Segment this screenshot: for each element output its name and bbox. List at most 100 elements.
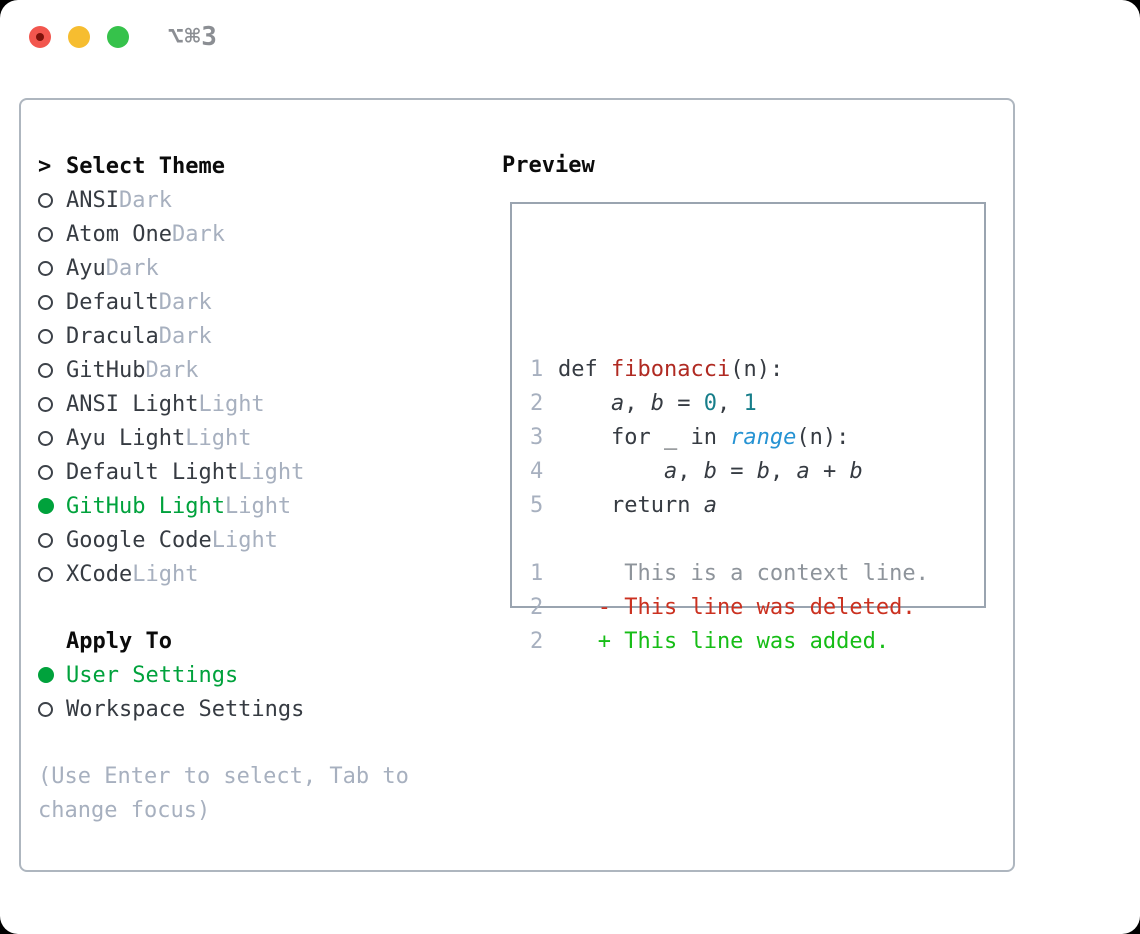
radio-marker [38, 226, 66, 242]
code-token: a [663, 459, 678, 484]
theme-name: Default [66, 289, 159, 315]
radio-icon [38, 328, 53, 344]
radio-marker [38, 294, 66, 310]
code-line: 3 for _ in range(n): [530, 421, 929, 455]
code-token: This is a context line. [558, 561, 929, 586]
theme-name: GitHub [66, 357, 146, 383]
code-line: 4 a, b = b, a + b [530, 455, 929, 489]
apply-option[interactable]: Workspace Settings [38, 692, 304, 726]
theme-item[interactable]: GitHub Dark [38, 353, 304, 387]
code-token: fibonacci [610, 357, 731, 382]
window-title: ⌥⌘3 [168, 22, 218, 52]
code-token: b [756, 459, 770, 484]
line-number: 3 [530, 425, 544, 450]
radio-marker [38, 532, 66, 548]
radio-icon [38, 566, 53, 582]
radio-marker [38, 701, 66, 717]
code-token: , [624, 391, 651, 416]
theme-name: Ayu Light [66, 425, 186, 451]
radio-icon [38, 192, 53, 208]
code-line: 1 This is a context line. [530, 557, 929, 591]
radio-marker [38, 396, 66, 412]
code-token: + This line was added. [558, 629, 890, 654]
radio-marker [38, 430, 66, 446]
code-token: 1 [743, 391, 757, 416]
radio-icon [38, 294, 53, 310]
code-token: b [849, 459, 863, 484]
theme-item[interactable]: Atom One Dark [38, 217, 304, 251]
theme-item[interactable]: Default Dark [38, 285, 304, 319]
line-number: 5 [530, 493, 544, 518]
code-token: = [663, 391, 704, 416]
theme-item[interactable]: Default Light Light [38, 455, 304, 489]
code-token: b [650, 391, 664, 416]
theme-item[interactable]: Dracula Dark [38, 319, 304, 353]
close-button[interactable] [29, 26, 51, 48]
code-token: 0 [703, 391, 717, 416]
apply-option[interactable]: User Settings [38, 658, 304, 692]
radio-marker [38, 328, 66, 344]
theme-name: GitHub Light [66, 493, 225, 519]
code-token: + [809, 459, 850, 484]
code-token: b [703, 459, 717, 484]
code-token [558, 459, 664, 484]
theme-name: Atom One [66, 221, 172, 247]
code-token: = [716, 459, 757, 484]
radio-marker [38, 498, 66, 514]
help-line-1: (Use Enter to select, Tab to [38, 764, 409, 789]
theme-variant: Light [132, 561, 199, 587]
code-line: 5 return a [530, 489, 929, 523]
radio-icon [38, 396, 53, 412]
code-token: , [716, 391, 744, 416]
code-token: , [677, 459, 704, 484]
apply-to-title: Apply To [66, 628, 172, 654]
code-token: a [796, 459, 810, 484]
focus-caret-icon: > [38, 153, 52, 179]
theme-item[interactable]: ANSI Dark [38, 183, 304, 217]
code-token: (n): [730, 357, 784, 382]
close-dot-icon [36, 33, 44, 41]
radio-marker [38, 362, 66, 378]
theme-item[interactable]: ANSI Light Light [38, 387, 304, 421]
theme-item[interactable]: XCode Light [38, 557, 304, 591]
theme-variant: Dark [171, 221, 225, 247]
theme-variant: Light [211, 527, 278, 553]
theme-item[interactable]: GitHub Light Light [38, 489, 304, 523]
code-token: for _ in [558, 425, 731, 450]
code-token: (n): [796, 425, 850, 450]
code-line: 2 + This line was added. [530, 625, 929, 659]
preview-title: Preview [502, 153, 595, 178]
theme-name: Dracula [66, 323, 159, 349]
line-number: 4 [530, 459, 544, 484]
minimize-button[interactable] [68, 26, 90, 48]
theme-item[interactable]: Google Code Light [38, 523, 304, 557]
code-token: return [558, 493, 704, 518]
radio-marker [38, 260, 66, 276]
code-token: - This line was deleted. [558, 595, 916, 620]
theme-name: XCode [66, 561, 133, 587]
zoom-button[interactable] [107, 26, 129, 48]
theme-name: Google Code [66, 527, 212, 553]
theme-item[interactable]: Ayu Light Light [38, 421, 304, 455]
theme-name: Default Light [66, 459, 239, 485]
line-number: 2 [530, 629, 544, 654]
radio-marker [38, 464, 66, 480]
code-line: 2 a, b = 0, 1 [530, 387, 929, 421]
theme-variant: Light [198, 391, 265, 417]
apply-to-header: Apply To [38, 624, 304, 658]
theme-item[interactable]: Ayu Dark [38, 251, 304, 285]
theme-name: Ayu [66, 255, 106, 281]
theme-variant: Light [224, 493, 292, 519]
theme-variant: Dark [145, 357, 199, 383]
radio-icon [38, 464, 53, 480]
radio-icon [38, 701, 53, 717]
radio-icon [38, 532, 53, 548]
radio-marker [38, 667, 66, 683]
line-number: 2 [530, 595, 544, 620]
radio-selected-icon [38, 667, 54, 683]
